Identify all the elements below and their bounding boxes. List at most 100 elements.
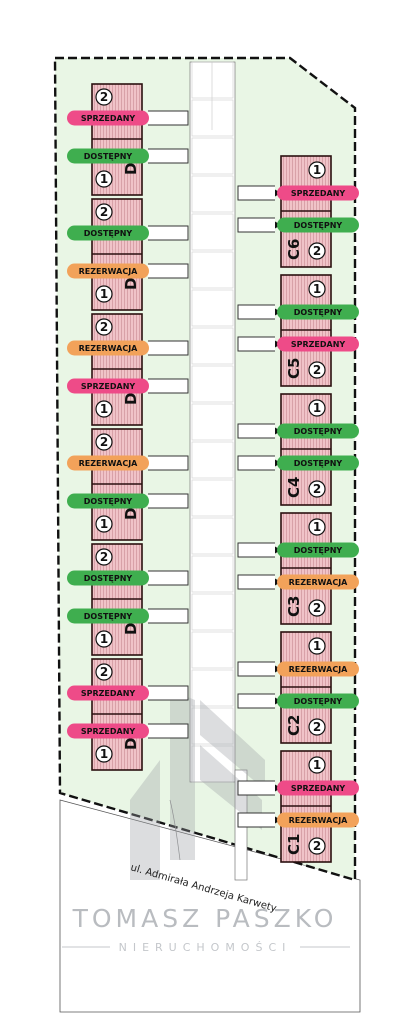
status-badge[interactable]: SPRZEDANY	[277, 780, 359, 796]
unit-number-circle	[308, 718, 326, 736]
building-label: C5	[285, 358, 303, 379]
unit-number: 2	[100, 435, 108, 449]
status-badge[interactable]: DOSTĘPNY	[277, 423, 359, 439]
status-badge[interactable]: SPRZEDANY	[67, 723, 149, 739]
status-badge-pill	[277, 542, 359, 558]
status-badge-label: REZERWACJA	[79, 344, 139, 353]
unit-number: 1	[100, 172, 108, 186]
status-badge-pill	[67, 455, 149, 471]
status-badge-pill	[277, 336, 359, 352]
status-badge[interactable]: DOSTĘPNY	[67, 570, 149, 586]
status-badge[interactable]: DOSTĘPNY	[277, 217, 359, 233]
parking-spot	[148, 263, 189, 279]
unit-number: 2	[313, 482, 321, 496]
parking-spot	[148, 570, 189, 586]
unit-number-circle	[308, 756, 326, 774]
status-badge-label: DOSTĘPNY	[294, 427, 343, 436]
status-badge[interactable]: REZERWACJA	[67, 263, 149, 279]
status-badge-pill	[67, 723, 149, 739]
status-badge-label: REZERWACJA	[289, 578, 349, 587]
unit-number-circle	[95, 630, 113, 648]
status-badge-label: REZERWACJA	[289, 665, 349, 674]
parking-bay	[191, 555, 234, 593]
parking-bays	[191, 61, 234, 783]
unit-number: 2	[100, 90, 108, 104]
unit-number: 1	[313, 163, 321, 177]
unit-number: 2	[313, 363, 321, 377]
status-badge[interactable]: DOSTĘPNY	[277, 455, 359, 471]
unit-number-circle	[308, 161, 326, 179]
status-badge-label: REZERWACJA	[79, 459, 139, 468]
status-badge-label: DOSTĘPNY	[294, 459, 343, 468]
status-badge[interactable]: SPRZEDANY	[277, 336, 359, 352]
parking-bay	[191, 137, 234, 175]
status-badge[interactable]: DOSTĘPNY	[67, 148, 149, 164]
status-badge[interactable]: DOSTĘPNY	[277, 304, 359, 320]
parking-bay	[191, 213, 234, 251]
unit-number-circle	[308, 599, 326, 617]
unit-number-circle	[308, 399, 326, 417]
watermark-name: TOMASZ PASZKO	[72, 904, 338, 933]
parking-spot	[148, 493, 189, 509]
status-badge[interactable]: DOSTĘPNY	[67, 493, 149, 509]
status-badge[interactable]: REZERWACJA	[277, 574, 359, 590]
status-badge-label: DOSTĘPNY	[84, 497, 133, 506]
parking-bay	[191, 327, 234, 365]
building-label: C4	[285, 477, 303, 498]
status-badge-label: REZERWACJA	[79, 267, 139, 276]
status-badge[interactable]: SPRZEDANY	[67, 110, 149, 126]
status-badge-pill	[67, 570, 149, 586]
unit-number-circle	[308, 637, 326, 655]
watermark-subtitle: NIERUCHOMOŚCI	[119, 941, 292, 954]
unit-number: 1	[100, 287, 108, 301]
status-badge[interactable]: DOSTĘPNY	[277, 693, 359, 709]
unit-number: 1	[100, 517, 108, 531]
parking-spot	[237, 693, 275, 709]
status-badge[interactable]: SPRZEDANY	[67, 378, 149, 394]
parking-bay	[191, 745, 234, 783]
status-badge-pill	[277, 185, 359, 201]
status-badge-label: SPRZEDANY	[291, 340, 346, 349]
parking-spot	[237, 336, 275, 352]
status-badge-pill	[277, 574, 359, 590]
status-badge[interactable]: SPRZEDANY	[277, 185, 359, 201]
status-badge[interactable]: SPRZEDANY	[67, 685, 149, 701]
status-badge-label: SPRZEDANY	[291, 189, 346, 198]
status-badge-label: DOSTĘPNY	[294, 697, 343, 706]
unit-number: 2	[100, 320, 108, 334]
status-badge[interactable]: REZERWACJA	[67, 340, 149, 356]
parking-spot	[148, 340, 189, 356]
status-badge[interactable]: DOSTĘPNY	[67, 225, 149, 241]
status-badge[interactable]: DOSTĘPNY	[277, 542, 359, 558]
status-badge[interactable]: REZERWACJA	[277, 812, 359, 828]
building-label: C1	[285, 834, 303, 855]
unit-number-circle	[308, 480, 326, 498]
parking-bay	[191, 289, 234, 327]
unit-number-circle	[95, 515, 113, 533]
status-badge-pill	[277, 304, 359, 320]
parking-bay	[191, 479, 234, 517]
unit-number-circle	[95, 433, 113, 451]
building-label: C6	[285, 239, 303, 260]
unit-number-circle	[308, 518, 326, 536]
parking-spot	[148, 148, 189, 164]
status-badge[interactable]: REZERWACJA	[277, 661, 359, 677]
status-badge[interactable]: REZERWACJA	[67, 455, 149, 471]
status-badge-pill	[67, 263, 149, 279]
building-label: C2	[285, 715, 303, 736]
parking-bay	[191, 251, 234, 289]
status-badge[interactable]: DOSTĘPNY	[67, 608, 149, 624]
parking-spot	[237, 304, 275, 320]
